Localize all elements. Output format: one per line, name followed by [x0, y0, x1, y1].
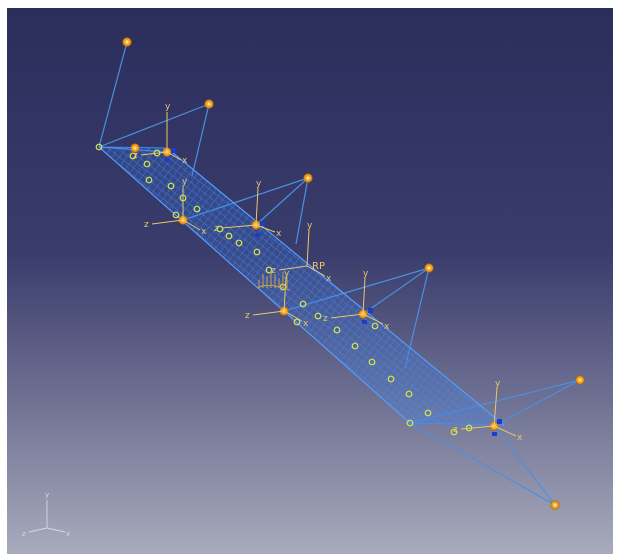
- node: [293, 318, 301, 326]
- node: [387, 375, 395, 383]
- boundary-markers: [122, 37, 585, 510]
- svg-text:z: z: [214, 224, 219, 234]
- node: [225, 232, 233, 240]
- marker: [575, 375, 585, 385]
- model-scene: y x z y x z y x z y x z y x z y x z y x …: [22, 37, 585, 538]
- node: [235, 239, 243, 247]
- marker: [204, 99, 214, 109]
- load-arrows: [256, 270, 290, 291]
- spring-glyphs: [165, 148, 502, 436]
- view-triad: [28, 500, 66, 533]
- node: [406, 419, 414, 427]
- svg-text:z: z: [144, 220, 149, 230]
- svg-text:z: z: [323, 314, 328, 324]
- svg-text:z: z: [271, 266, 276, 276]
- marker: [303, 173, 313, 183]
- node: [368, 358, 376, 366]
- node: [216, 225, 224, 233]
- view-triad-x-label: x: [66, 530, 70, 538]
- view-triad-z-label: z: [22, 530, 26, 538]
- node: [129, 152, 137, 160]
- wire-connectors: [98, 41, 581, 506]
- meshed-blade-surface: [97, 146, 506, 426]
- axis-labels: y x z y x z y x z y x z y x z y x z y x …: [133, 102, 523, 443]
- node: [314, 312, 322, 320]
- marker: [424, 263, 434, 273]
- svg-text:x: x: [201, 227, 207, 237]
- svg-text:z: z: [245, 311, 250, 321]
- svg-text:y: y: [307, 221, 313, 231]
- node: [424, 409, 432, 417]
- mesh-nodes: [95, 143, 473, 436]
- node: [145, 176, 153, 184]
- svg-text:y: y: [182, 177, 188, 187]
- svg-text:z: z: [133, 151, 138, 161]
- local-csys-triads: [140, 112, 517, 437]
- svg-text:x: x: [182, 156, 188, 166]
- node: [253, 248, 261, 256]
- svg-text:x: x: [517, 433, 523, 443]
- svg-text:x: x: [326, 274, 332, 284]
- node: [371, 322, 379, 330]
- node: [95, 143, 103, 151]
- svg-text:y: y: [495, 379, 501, 389]
- view-triad-y-label: y: [45, 491, 49, 499]
- node: [265, 266, 273, 274]
- model-viewport[interactable]: y x z y x z y x z y x z y x z y x z y x …: [7, 8, 613, 554]
- reference-point-label: RP: [312, 261, 325, 272]
- node: [351, 342, 359, 350]
- node: [405, 390, 413, 398]
- svg-text:y: y: [165, 102, 171, 112]
- svg-text:y: y: [256, 179, 262, 189]
- node: [172, 211, 180, 219]
- svg-text:x: x: [384, 322, 390, 332]
- node: [299, 300, 307, 308]
- svg-text:y: y: [363, 269, 369, 279]
- node: [193, 205, 201, 213]
- marker: [550, 500, 560, 510]
- marker: [122, 37, 132, 47]
- svg-text:y: y: [284, 269, 290, 279]
- svg-text:x: x: [303, 319, 309, 329]
- node: [333, 326, 341, 334]
- node: [167, 182, 175, 190]
- svg-text:z: z: [453, 425, 458, 435]
- svg-text:x: x: [276, 229, 282, 239]
- node: [143, 160, 151, 168]
- node: [450, 428, 458, 436]
